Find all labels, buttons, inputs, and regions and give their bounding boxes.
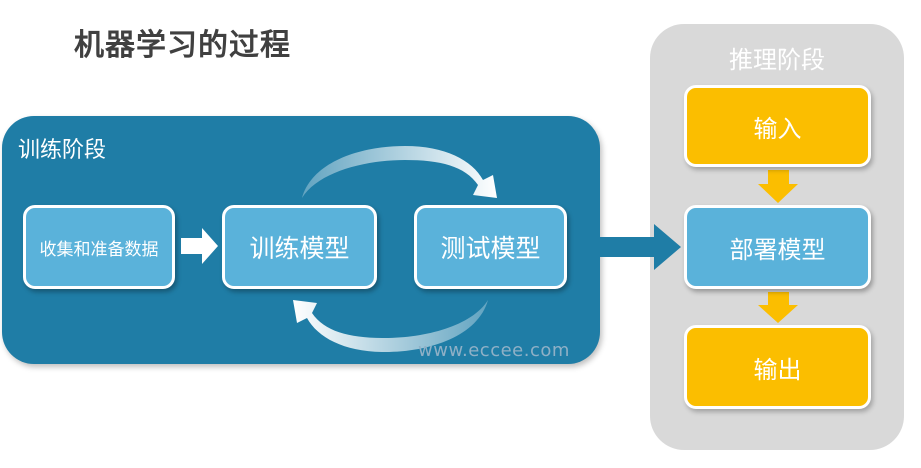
arrow-training-to-inference (600, 224, 681, 270)
output-step: 输出 (684, 325, 871, 409)
watermark: www.eccee.com (418, 340, 570, 361)
training-stage-label: 训练阶段 (18, 138, 107, 163)
arrow-collect-to-train (181, 228, 218, 264)
curved-arrow-train-to-test (289, 146, 497, 198)
curved-arrow-test-to-train (293, 300, 502, 352)
input-step: 输入 (684, 85, 871, 167)
arrow-input-to-deploy (758, 170, 798, 203)
arrow-deploy-to-output (758, 292, 798, 323)
inference-stage-label: 推理阶段 (729, 46, 825, 74)
collect-prepare-data-step: 收集和准备数据 (23, 205, 175, 289)
test-model-step: 测试模型 (414, 205, 567, 289)
train-model-step: 训练模型 (222, 205, 377, 289)
deploy-model-step: 部署模型 (684, 205, 871, 289)
page-title: 机器学习的过程 (74, 28, 291, 63)
